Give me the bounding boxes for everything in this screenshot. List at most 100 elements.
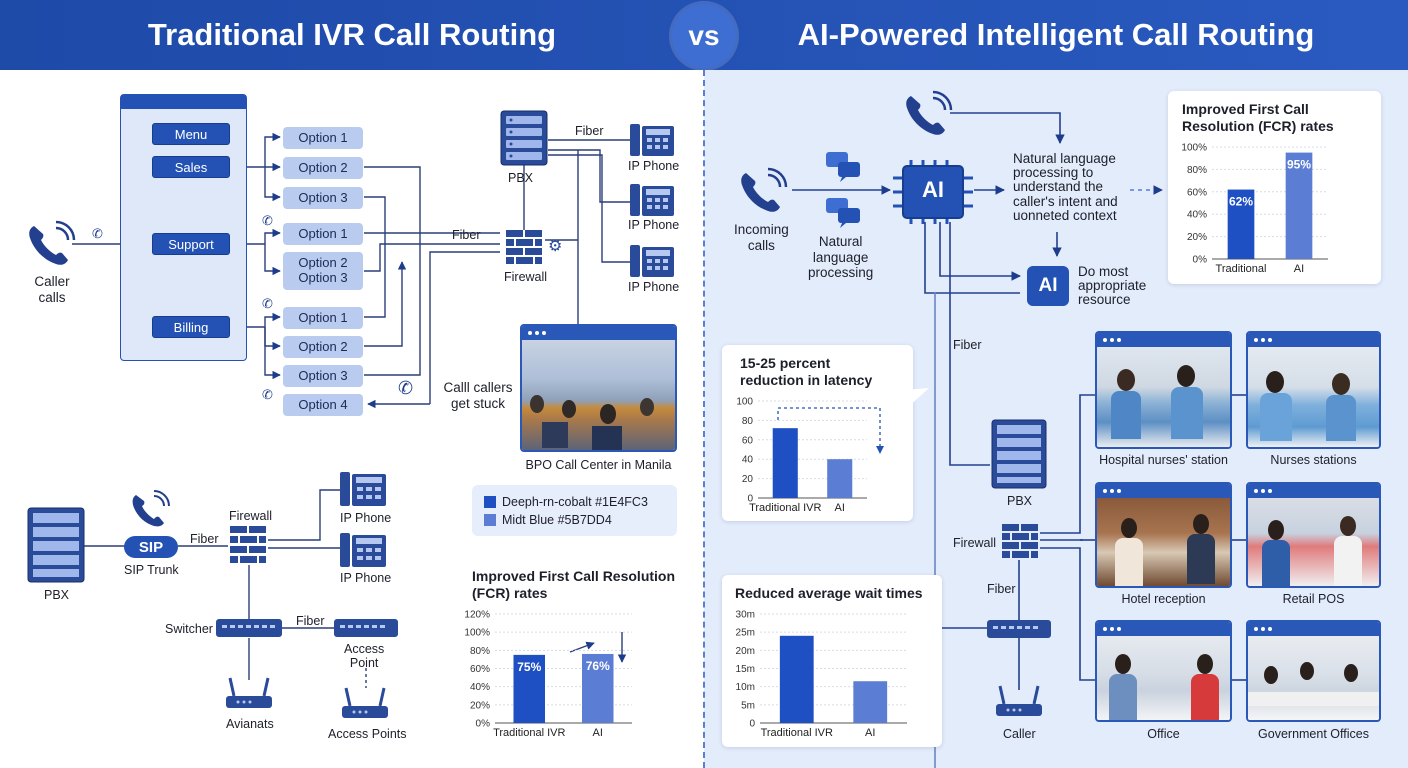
ip-phone-icon bbox=[340, 472, 386, 506]
bar bbox=[1285, 152, 1313, 259]
sip-trunk-label: SIP Trunk bbox=[124, 563, 179, 577]
x-tick-label: Traditional bbox=[1216, 263, 1267, 275]
ip-phone-icon bbox=[630, 184, 674, 216]
small-phone-icon: ✆ bbox=[92, 226, 103, 241]
nurses-station-photo bbox=[1246, 331, 1381, 449]
billing-button[interactable]: Billing bbox=[152, 316, 230, 338]
bpo-call-center-photo bbox=[520, 324, 677, 452]
bar bbox=[853, 681, 888, 723]
legend-item-cobalt: Deeph-rn-cobalt #1E4FC3 bbox=[484, 495, 648, 509]
ip-phone-icon bbox=[340, 533, 386, 567]
pbx-server-icon bbox=[27, 507, 85, 583]
x-tick-label: Traditional IVR bbox=[493, 727, 565, 739]
data-label: 75% bbox=[517, 660, 541, 674]
sales-option-1[interactable]: Option 1 bbox=[283, 127, 363, 149]
sales-option-2[interactable]: Option 2 bbox=[283, 157, 363, 179]
sales-button[interactable]: Sales bbox=[152, 156, 230, 178]
vs-badge: vs bbox=[672, 4, 736, 68]
x-tick-label: AI bbox=[1294, 263, 1304, 275]
y-tick-label: 30m bbox=[736, 610, 755, 621]
billing-option-3[interactable]: Option 3 bbox=[283, 365, 363, 387]
right-fcr-card bbox=[1168, 91, 1381, 284]
location-label: Hotel reception bbox=[1121, 592, 1206, 606]
nlp-description: Natural language processing to understan… bbox=[1013, 151, 1118, 223]
billing-option-4[interactable]: Option 4 bbox=[283, 394, 363, 416]
fiber-label: Fiber bbox=[452, 228, 481, 242]
y-tick-label: 80% bbox=[470, 646, 490, 657]
fiber-label: Fiber bbox=[190, 532, 219, 546]
y-tick-label: 5m bbox=[741, 700, 755, 711]
data-label: 62% bbox=[1229, 195, 1253, 209]
access-point-label: Access Point bbox=[344, 642, 385, 671]
sales-option-3[interactable]: Option 3 bbox=[283, 187, 363, 209]
small-phone-icon: ✆ bbox=[262, 296, 273, 311]
bar bbox=[772, 428, 798, 498]
bpo-caption: BPO Call Center in Manila bbox=[525, 458, 672, 472]
support-option-1[interactable]: Option 1 bbox=[283, 223, 363, 245]
access-points-label: Access Points bbox=[328, 727, 407, 741]
y-tick-label: 80% bbox=[1187, 165, 1207, 176]
y-tick-label: 25m bbox=[736, 628, 755, 639]
pbx-server-icon bbox=[500, 110, 548, 166]
ip-phone-label: IP Phone bbox=[628, 218, 680, 232]
pbx-server-icon bbox=[991, 419, 1047, 489]
pbx-label: PBX bbox=[508, 171, 534, 185]
firewall-icon bbox=[506, 230, 542, 264]
caller-label: Caller calls bbox=[34, 274, 70, 305]
bar bbox=[1227, 189, 1255, 259]
caller-phone-icon bbox=[29, 220, 76, 265]
hotel-reception-photo bbox=[1095, 482, 1232, 588]
avianats-label: Avianats bbox=[226, 717, 274, 731]
card-pointer bbox=[905, 388, 929, 410]
ip-phone-label: IP Phone bbox=[340, 511, 392, 525]
data-label: 76% bbox=[586, 659, 610, 673]
phone-icon bbox=[132, 490, 170, 527]
ip-phone-label: IP Phone bbox=[340, 571, 392, 585]
latency-card bbox=[722, 345, 913, 521]
x-tick-label: Traditional IVR bbox=[761, 727, 833, 739]
y-tick-label: 60% bbox=[470, 664, 490, 675]
ip-phone-label: IP Phone bbox=[628, 159, 680, 173]
firewall-label: Firewall bbox=[504, 270, 548, 284]
right-fcr-chart-title: Improved First Call Resolution (FCR) rat… bbox=[1182, 101, 1334, 134]
y-tick-label: 80 bbox=[742, 416, 754, 427]
pbx-label: PBX bbox=[44, 588, 70, 602]
fiber-label: Fiber bbox=[296, 614, 325, 628]
x-tick-label: Traditional IVR bbox=[749, 502, 821, 514]
ai-chip-icon bbox=[893, 160, 973, 224]
switch-icon bbox=[334, 619, 398, 637]
bar bbox=[827, 459, 853, 498]
billing-option-1[interactable]: Option 1 bbox=[283, 307, 363, 329]
left-fcr-chart-title: Improved First Call Resolution (FCR) rat… bbox=[472, 568, 676, 601]
ip-phone-icon bbox=[630, 124, 674, 156]
router-icon bbox=[226, 677, 272, 708]
firewall-label: Firewall bbox=[953, 536, 997, 550]
shield-icon: ⚙ bbox=[548, 238, 563, 255]
firewall-icon bbox=[230, 526, 266, 563]
x-tick-label: AI bbox=[835, 502, 845, 514]
small-phone-icon: ✆ bbox=[262, 213, 273, 228]
ai-chip-label: AI bbox=[922, 177, 944, 202]
latency-chart-title: 15-25 percent reduction in latency bbox=[740, 355, 873, 388]
y-tick-label: 15m bbox=[736, 664, 755, 675]
y-tick-label: 0 bbox=[747, 494, 753, 505]
support-button[interactable]: Support bbox=[152, 233, 230, 255]
caller-label: Caller bbox=[1003, 727, 1036, 741]
y-tick-label: 40 bbox=[742, 455, 754, 466]
legend-item-midblue: Midt Blue #5B7DD4 bbox=[484, 513, 612, 527]
x-tick-label: AI bbox=[865, 727, 875, 739]
y-tick-label: 20% bbox=[470, 700, 490, 711]
y-tick-label: 60 bbox=[742, 435, 754, 446]
bar bbox=[513, 654, 546, 723]
billing-option-2[interactable]: Option 2 bbox=[283, 336, 363, 358]
support-option-2-3[interactable]: Option 2 Option 3 bbox=[283, 252, 363, 290]
router-icon bbox=[342, 687, 388, 718]
menu-button[interactable]: Menu bbox=[152, 123, 230, 145]
location-label: Government Offices bbox=[1258, 727, 1369, 741]
fiber-label: Fiber bbox=[575, 124, 604, 138]
chat-bubble-icon bbox=[826, 198, 860, 228]
x-tick-label: AI bbox=[593, 727, 603, 739]
switcher-label: Switcher bbox=[165, 622, 213, 636]
y-tick-label: 0% bbox=[1193, 255, 1208, 266]
